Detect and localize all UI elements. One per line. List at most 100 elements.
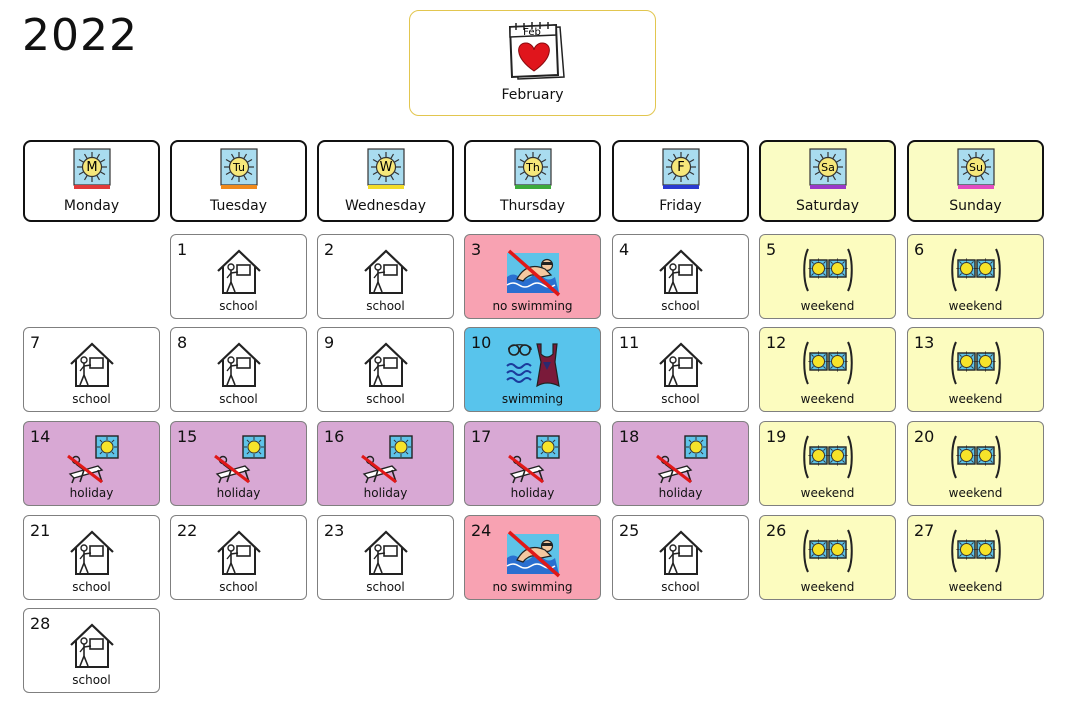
calendar-day-3[interactable]: 3 no swimming [464, 234, 601, 319]
day-activity-label: weekend [948, 392, 1003, 406]
calendar-day-27[interactable]: 27 weekend [907, 515, 1044, 600]
day-number: 25 [619, 521, 640, 540]
calendar-day-11[interactable]: 11 school [612, 327, 749, 412]
day-number: 24 [471, 521, 492, 540]
calendar-day-21[interactable]: 21 school [23, 515, 160, 600]
day-activity-label: school [72, 580, 111, 594]
day-number: 15 [177, 427, 198, 446]
day-number: 1 [177, 240, 188, 259]
weekday-label: Sunday [949, 198, 1002, 214]
calendar-day-25[interactable]: 25 school [612, 515, 749, 600]
day-number: 21 [30, 521, 51, 540]
sun-day-icon: Sa [808, 148, 847, 189]
day-number: 7 [30, 333, 41, 352]
sun-day-icon: Su [956, 148, 995, 189]
calendar-day-6[interactable]: 6 weekend [907, 234, 1044, 319]
calendar-day-19[interactable]: 19 weekend [759, 421, 896, 506]
day-activity-label: school [72, 392, 111, 406]
calendar-day-26[interactable]: 26 weekend [759, 515, 896, 600]
calendar-day-14[interactable]: 14 holiday [23, 421, 160, 506]
calendar-heart-icon: Feb [508, 22, 565, 80]
weekday-label: Tuesday [210, 198, 267, 214]
calendar-day-7[interactable]: 7 school [23, 327, 160, 412]
calendar-day-17[interactable]: 17 holiday [464, 421, 601, 506]
year-title: 2022 [22, 10, 138, 61]
no-swimming-icon [506, 249, 560, 297]
weekday-label: Monday [63, 198, 120, 214]
calendar-day-24[interactable]: 24 no swimming [464, 515, 601, 600]
school-house-icon [363, 530, 408, 575]
day-number: 17 [471, 427, 492, 446]
calendar-day-22[interactable]: 22 school [170, 515, 307, 600]
school-house-icon [658, 342, 703, 387]
day-number: 13 [914, 333, 935, 352]
calendar-day-12[interactable]: 12 weekend [759, 327, 896, 412]
day-activity-label: school [219, 299, 258, 313]
weekday-label: Saturday [795, 198, 860, 214]
sun-day-icon: F [661, 148, 700, 189]
calendar-day-18[interactable]: 18 holiday [612, 421, 749, 506]
day-activity-label: weekend [948, 486, 1003, 500]
day-activity-label: weekend [800, 392, 855, 406]
day-activity-label: no swimming [492, 580, 573, 594]
school-house-icon [69, 530, 114, 575]
sun-day-icon: Th [513, 148, 552, 189]
day-number: 23 [324, 521, 345, 540]
calendar-day-1[interactable]: 1 school [170, 234, 307, 319]
calendar-day-13[interactable]: 13 weekend [907, 327, 1044, 412]
calendar-month-text: Feb [523, 27, 541, 38]
weekday-abbr: Su [969, 161, 983, 174]
weekend-two-suns-icon [802, 248, 853, 292]
day-number: 10 [471, 333, 492, 352]
calendar-day-2[interactable]: 2 school [317, 234, 454, 319]
day-activity-label: school [661, 392, 700, 406]
day-activity-label: holiday [69, 486, 114, 500]
day-number: 19 [766, 427, 787, 446]
calendar-day-8[interactable]: 8 school [170, 327, 307, 412]
calendar-day-9[interactable]: 9 school [317, 327, 454, 412]
calendar-day-5[interactable]: 5 weekend [759, 234, 896, 319]
weekend-two-suns-icon [802, 341, 853, 385]
day-activity-label: weekend [800, 580, 855, 594]
day-activity-label: school [366, 580, 405, 594]
calendar-day-10[interactable]: 10 swimming [464, 327, 601, 412]
month-card[interactable]: Feb February [409, 10, 656, 116]
day-number: 12 [766, 333, 787, 352]
weekday-label: Thursday [499, 198, 566, 214]
calendar-day-20[interactable]: 20 weekend [907, 421, 1044, 506]
calendar-day-4[interactable]: 4 school [612, 234, 749, 319]
day-number: 16 [324, 427, 345, 446]
day-activity-label: weekend [800, 299, 855, 313]
school-house-icon [216, 530, 261, 575]
day-number: 6 [914, 240, 925, 259]
day-activity-label: school [661, 580, 700, 594]
calendar-day-28[interactable]: 28 school [23, 608, 160, 693]
school-house-icon [363, 249, 408, 294]
weekend-two-suns-icon [802, 435, 853, 479]
day-number: 4 [619, 240, 630, 259]
calendar-day-23[interactable]: 23 school [317, 515, 454, 600]
school-house-icon [658, 249, 703, 294]
weekday-abbr: F [677, 160, 684, 175]
day-activity-label: school [366, 299, 405, 313]
day-activity-label: holiday [658, 486, 703, 500]
calendar-day-15[interactable]: 15 holiday [170, 421, 307, 506]
day-number: 27 [914, 521, 935, 540]
day-number: 9 [324, 333, 335, 352]
calendar-day-16[interactable]: 16 holiday [317, 421, 454, 506]
weekend-two-suns-icon [950, 341, 1001, 385]
day-activity-label: no swimming [492, 299, 573, 313]
day-activity-label: swimming [501, 392, 564, 406]
sunbathing-crossed-out-icon [66, 435, 119, 484]
day-activity-label: school [366, 392, 405, 406]
day-number: 3 [471, 240, 482, 259]
day-activity-label: weekend [800, 486, 855, 500]
sunbathing-crossed-out-icon [507, 435, 560, 484]
